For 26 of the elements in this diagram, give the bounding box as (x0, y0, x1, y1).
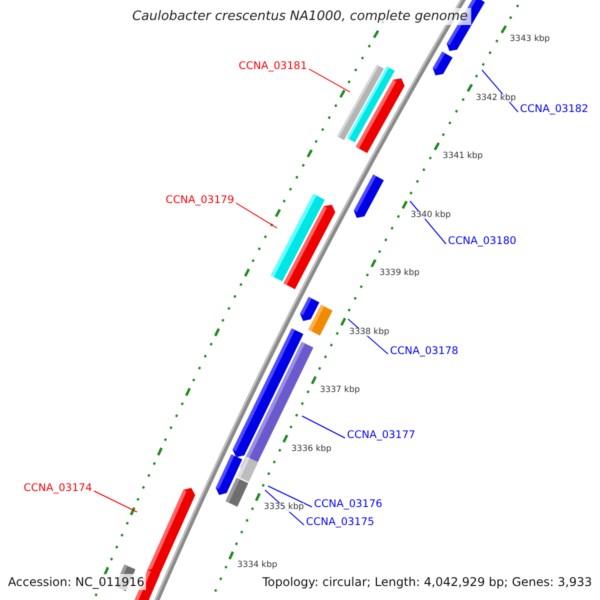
gene-label: CCNA_03175 (306, 517, 374, 528)
scale-label: 3342 kbp (476, 94, 516, 102)
leader-line (308, 68, 350, 92)
scale-label: 3334 kbp (237, 561, 278, 570)
footer-text: Topology: circular; Length: 4,042,929 bp; Genes: 3,933 (260, 574, 594, 590)
leader-line (268, 486, 312, 508)
gene-label: CCNA_03174 (24, 483, 92, 494)
leader-line (302, 416, 346, 438)
scale-label: 3339 kbp (379, 269, 420, 278)
gene-label: CCNA_03181 (238, 61, 307, 72)
scale-label: 3338 kbp (349, 328, 390, 336)
leader-line (236, 202, 278, 228)
scale-label: 3337 kbp (320, 386, 360, 395)
gene-label: CCNA_03177 (347, 430, 416, 440)
gene-label: CCNA_03179 (166, 195, 234, 206)
scale-label: 3340 kbp (410, 210, 451, 220)
scale-label: 3335 kbp (264, 503, 304, 512)
footer-text: Accession: NC_011916 (6, 574, 146, 590)
gene-label: CCNA_03176 (314, 499, 382, 510)
scale-label: 3336 kbp (291, 444, 332, 454)
gene-label: CCNA_03180 (448, 236, 516, 246)
gene-label: CCNA_03182 (520, 104, 588, 114)
gene-label: CCNA_03178 (390, 346, 458, 356)
leader-line (94, 490, 138, 512)
scale-label: 3341 kbp (442, 152, 483, 161)
scale-label: 3343 kbp (510, 35, 550, 44)
